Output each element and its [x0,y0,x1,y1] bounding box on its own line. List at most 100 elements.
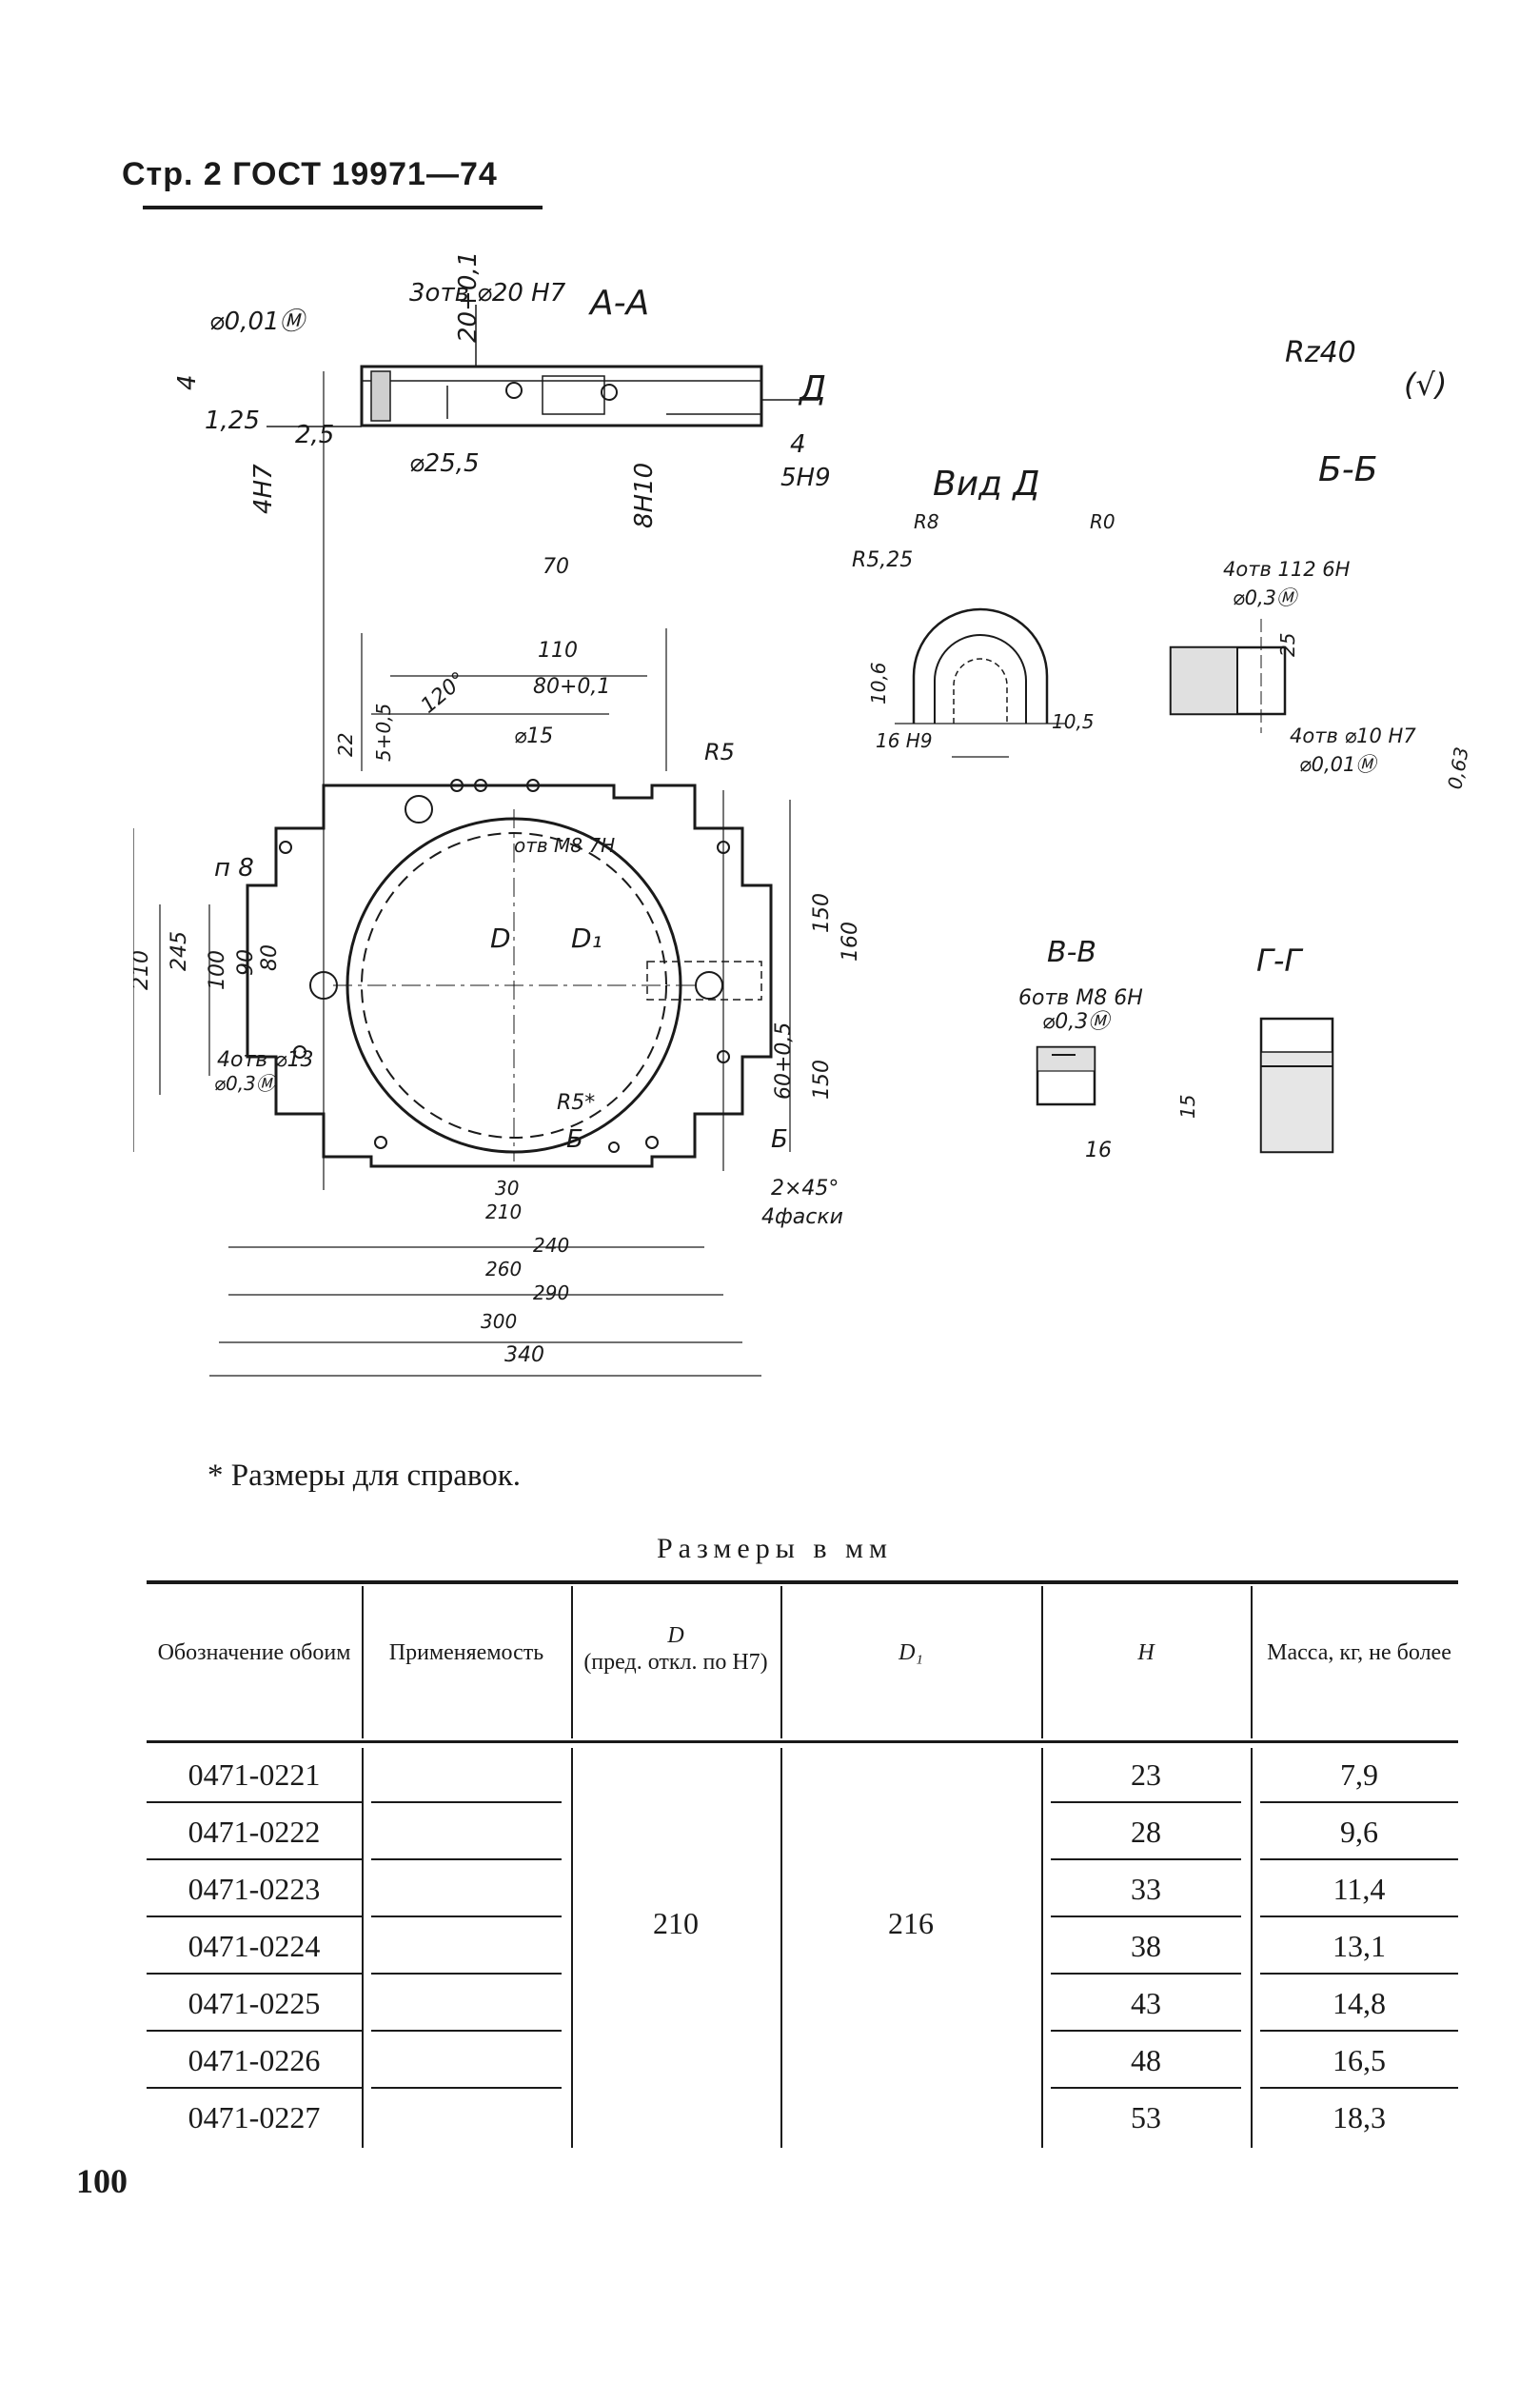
header-d-sub: (пред. откл. по H7) [583,1650,768,1675]
row-3-h: 38 [1131,1929,1161,1963]
spec-table: Обозначение обоим Применяемость D (пред.… [147,1580,1458,2152]
dim-r525: R5,25 [852,548,913,572]
row-6-h: 53 [1131,2100,1161,2134]
row-1-mass: 9,6 [1340,1815,1378,1849]
section-vv-view [1036,1045,1096,1106]
dim-80: 80+0,1 [533,675,610,699]
dim-d15: ⌀15 [514,725,553,748]
dim-16: 16 [1085,1139,1112,1162]
section-bb-view [1169,619,1287,733]
callout-n8: п 8 [214,854,254,883]
dim-r5: R5 [704,739,735,765]
dim-30: 30 [495,1177,519,1200]
dim-5: 5+0,5 [372,704,395,762]
dim-r8: R8 [914,510,939,533]
view-d-detail [895,607,1066,758]
dim-25: 25 [1276,633,1299,657]
plate-plan-view [246,779,773,1168]
dim-150: 150 [810,893,834,933]
section-b-marker-right: Б [771,1125,788,1154]
row-2-designation: 0471-0223 [188,1872,321,1906]
callout-tol-03: ⌀0,3Ⓜ [214,1072,278,1095]
footnote: * Размеры для справок. [207,1459,522,1493]
dim-105: 10,5 [1052,710,1095,733]
callout-holes-4x12: 4отв 112 6H [1223,558,1351,581]
callout-holes-6xm8: 6отв M8 6H [1018,986,1143,1010]
view-d-label: Вид Д [933,465,1040,504]
row-4-mass: 14,8 [1333,1986,1386,2020]
table-header-rule [147,1740,1458,1743]
shared-d1-value: 216 [888,1906,934,1940]
header-mass: Масса, кг, не более [1267,1640,1451,1665]
section-aa-label: А-А [588,284,649,323]
header-h: H [1137,1640,1155,1665]
row-4-h: 43 [1131,1986,1161,2020]
section-b-marker-left: Б [566,1125,583,1154]
dim-210v: 210 [133,950,153,990]
callout-holes-3x20: 3отв ⌀20 H7 [409,279,566,308]
shared-d-value: 210 [653,1906,699,1940]
callout-tol-03b: ⌀0,3Ⓜ [1233,586,1299,609]
dim-4: 4 [790,430,806,459]
dim-160: 160 [839,922,862,962]
header-d1: D₁ [898,1640,923,1665]
callout-tol-03c: ⌀0,3Ⓜ [1042,1010,1112,1034]
section-gg-label: Г-Г [1256,943,1303,979]
dim-25: 2,5 [295,421,334,449]
page-number: 100 [76,2162,128,2200]
dim-80v: 80 [258,944,282,971]
row-0-mass: 7,9 [1340,1757,1378,1792]
roughness-main: Rz40 [1285,336,1356,369]
row-5-mass: 16,5 [1333,2043,1386,2077]
dim-60: 60+0,5 [772,1022,796,1100]
dim-120deg: 120° [417,667,471,718]
label-d-inner: D [490,923,511,954]
row-2-mass: 11,4 [1333,1872,1386,1906]
row-6-mass: 18,3 [1333,2100,1386,2134]
callout-holes-4x10: 4отв ⌀10 H7 [1290,725,1416,747]
callout-tol-001b: ⌀0,01Ⓜ [1299,753,1378,776]
dim-22: 22 [334,733,357,757]
callout-holes-4x13: 4отв ⌀13 [217,1048,313,1072]
dim-240: 240 [533,1234,569,1257]
section-gg-view [1259,1017,1334,1154]
dim-100: 100 [206,950,229,990]
table-caption: Размеры в мм [657,1533,894,1564]
header-designation: Обозначение обоим [157,1640,351,1665]
dim-h4: 4 [173,374,202,390]
dim-90: 90 [234,949,258,976]
roughness-paren: (√) [1404,367,1447,403]
dim-260: 260 [485,1258,522,1280]
dim-110: 110 [538,639,578,663]
dim-15: 15 [1176,1095,1199,1119]
dim-8h10: 8H10 [630,463,659,528]
dim-125: 1,25 [205,407,260,435]
row-6-designation: 0471-0227 [188,2100,321,2134]
header-applicability: Применяемость [388,1640,544,1665]
dim-r5-ref: R5* [557,1091,595,1115]
dim-210h: 210 [485,1201,522,1223]
row-4-designation: 0471-0225 [188,1986,321,2020]
label-d1-inner: D₁ [571,923,602,954]
dim-290: 290 [533,1281,569,1304]
view-d-arrow-label: Д [798,369,826,408]
row-1-h: 28 [1131,1815,1161,1849]
callout-chamfer: 2×45° [771,1177,839,1201]
section-vv-label: В-В [1047,936,1096,969]
table-top-rule [147,1580,1458,1584]
callout-holes-m8-7h: отв M8 7H [514,834,615,857]
section-bb-label: Б-Б [1318,450,1377,489]
section-aa-view [267,305,819,427]
dim-4h7: 4H7 [249,464,278,514]
header-d: D [667,1623,684,1648]
row-2-h: 33 [1131,1872,1161,1906]
plan-dimension-lines [133,371,791,1377]
dim-r0: R0 [1090,510,1116,533]
dim-063: 0,63 [1443,745,1472,791]
row-1-designation: 0471-0222 [188,1815,321,1849]
dim-245: 245 [168,931,191,971]
row-0-h: 23 [1131,1757,1161,1792]
row-0-designation: 0471-0221 [188,1757,321,1792]
dim-10-6: 10,6 [867,662,890,705]
dim-70: 70 [543,555,569,579]
